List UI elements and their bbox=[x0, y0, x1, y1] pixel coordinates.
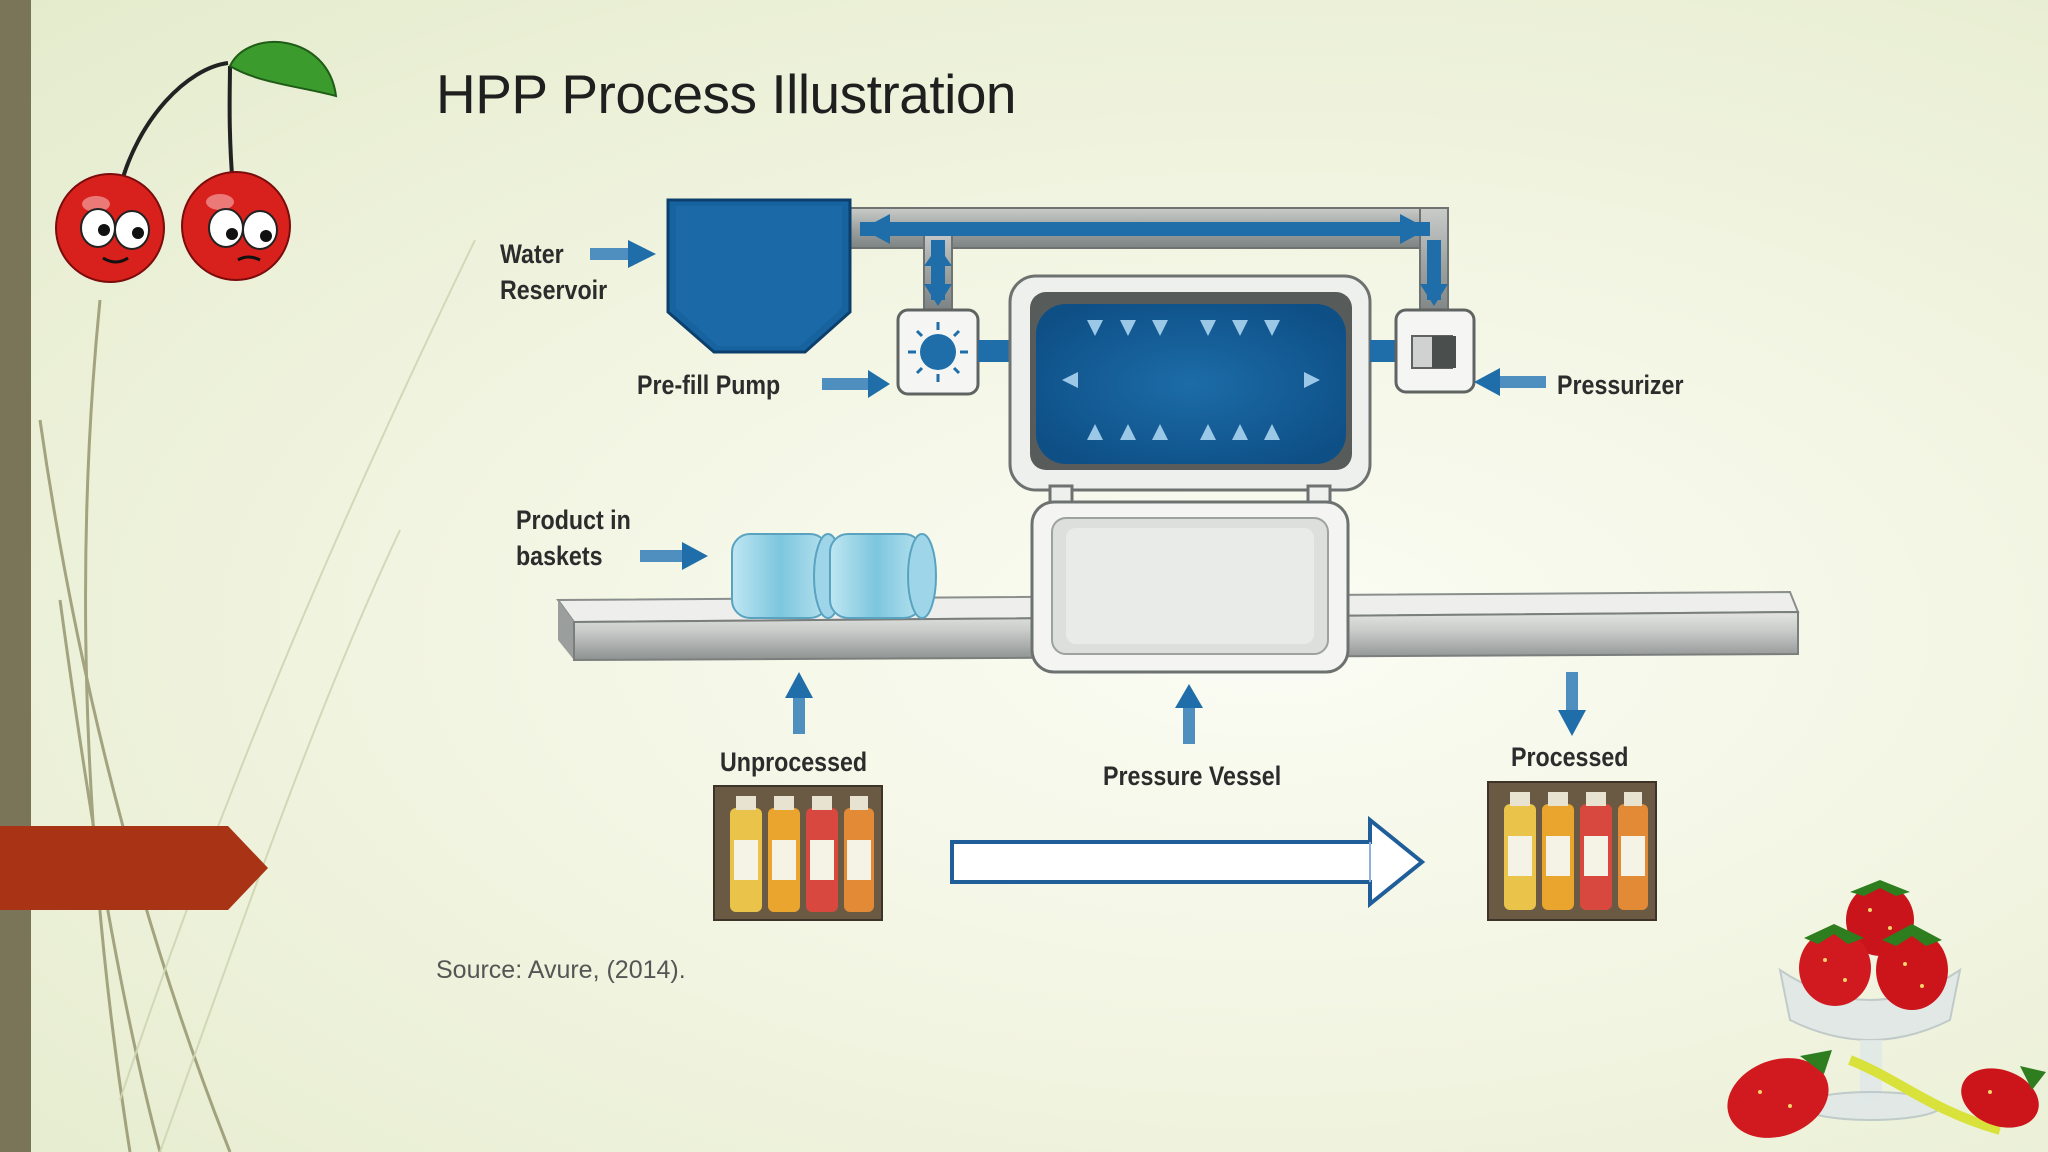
label-water-line2: Reservoir bbox=[500, 275, 608, 305]
label-pressurizer: Pressurizer bbox=[1557, 370, 1684, 400]
pressure-vessel-upper bbox=[1008, 274, 1414, 492]
process-flow-arrow bbox=[950, 815, 1426, 909]
label-prefill-pump: Pre-fill Pump bbox=[637, 370, 781, 400]
label-pressure-vessel: Pressure Vessel bbox=[1103, 761, 1282, 791]
red-arrow-tab bbox=[0, 826, 268, 910]
label-product-line2: baskets bbox=[516, 541, 603, 571]
top-pipe bbox=[847, 207, 1449, 319]
arrow-product-baskets bbox=[640, 542, 708, 570]
label-water-line1: Water bbox=[500, 239, 564, 269]
left-accent-bar bbox=[0, 0, 31, 1152]
juice-bottles-processed-icon bbox=[1487, 781, 1657, 921]
label-arrows bbox=[590, 240, 1586, 744]
slide-title: HPP Process Illustration bbox=[436, 63, 1017, 125]
product-baskets bbox=[731, 533, 937, 619]
strawberry-bowl-icon bbox=[1727, 880, 2046, 1138]
pressurizer-unit bbox=[1394, 308, 1476, 394]
arrow-prefill-pump bbox=[822, 370, 890, 398]
arrow-water-reservoir bbox=[590, 240, 656, 268]
label-product-in-baskets: Product in baskets bbox=[516, 502, 631, 574]
juice-bottles-icon bbox=[713, 785, 883, 921]
cherries-icon bbox=[55, 41, 338, 283]
pressure-vessel-lower bbox=[1030, 500, 1350, 674]
prefill-pump bbox=[896, 308, 1018, 396]
arrow-pressurizer bbox=[1474, 368, 1546, 396]
label-product-line1: Product in bbox=[516, 505, 631, 535]
label-processed: Processed bbox=[1511, 742, 1629, 772]
water-reservoir-tank bbox=[666, 198, 852, 354]
arrow-unprocessed bbox=[785, 672, 813, 734]
arrow-processed bbox=[1558, 672, 1586, 736]
arrow-pressure-vessel bbox=[1175, 684, 1203, 744]
label-unprocessed: Unprocessed bbox=[720, 747, 868, 777]
source-citation: Source: Avure, (2014). bbox=[436, 956, 686, 984]
label-water-reservoir: Water Reservoir bbox=[500, 236, 607, 308]
